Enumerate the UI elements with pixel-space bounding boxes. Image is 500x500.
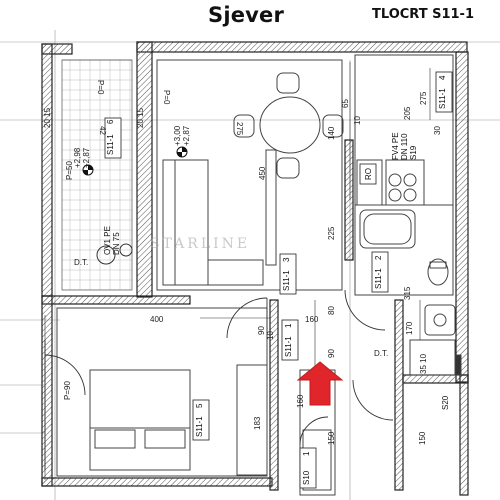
room-code: S10 (302, 470, 311, 485)
bathroom (354, 204, 462, 376)
entrance-arrow (296, 361, 344, 406)
doors (44, 289, 394, 496)
room-number: 5 (195, 403, 204, 408)
room-number: 6 (106, 119, 115, 124)
fv-s19: S19 (409, 145, 418, 160)
room-labels: S11-1 6 S11-1 3 S11-1 1 S11-1 2 S11-1 4 … (104, 71, 453, 489)
plan-text: 30 (433, 126, 442, 135)
plan-text: 400 (150, 315, 164, 324)
plan-text: 183 (253, 416, 262, 430)
plan-text: +2,87 (182, 125, 191, 146)
plan-text: 150 (327, 431, 336, 445)
plan-text: 90 (257, 326, 266, 335)
room-code: S11-1 (106, 134, 115, 155)
room-label-1: S11-1 1 (281, 319, 299, 361)
plan-text: 150 (418, 431, 427, 445)
plan-text: 80 (327, 306, 336, 315)
drain-ov-pe: OV1 PE (103, 226, 112, 255)
room-label-3: S11-1 3 (279, 253, 297, 295)
living-room (156, 59, 344, 291)
plan-orientation-title: Sjever (208, 3, 285, 27)
s20-label: S20 (441, 395, 450, 410)
dt-label-2: D.T. (374, 349, 388, 358)
plan-text: 160 (296, 394, 305, 408)
sheet-code: TLOCRT S11-1 (372, 7, 474, 22)
floor-level-bedroom: P=90 (63, 381, 72, 400)
plan-text: 160 (305, 315, 319, 324)
fv-pe: FV4 PE (391, 132, 400, 160)
room-code: S11-1 (195, 416, 204, 437)
plan-text: 205 (403, 106, 412, 120)
room-number: 3 (282, 257, 291, 262)
plan-text: 10 (353, 116, 362, 125)
room-label-2: S11-1 2 (371, 251, 389, 293)
room-label-5: S11-1 5 (192, 399, 210, 441)
plan-text: 42 (98, 126, 107, 135)
plan-text: 225 (327, 226, 336, 240)
dimension-lines (44, 62, 431, 480)
room-number: 2 (374, 255, 383, 260)
plan-text: +3,00 (173, 125, 182, 146)
level-marker-1: +2,98 +2,87 (73, 147, 94, 176)
plan-text: 20 15 (136, 107, 145, 128)
room-code: S11-1 (438, 88, 447, 109)
room-number: 1 (284, 323, 293, 328)
plan-text: 140 (327, 126, 336, 140)
room-code: S11-1 (284, 336, 293, 357)
room-number: 4 (438, 75, 447, 80)
plan-text: 450 (258, 166, 267, 180)
plan-text: 90 (327, 349, 336, 358)
level-marker-2: +3,00 +2,87 (173, 125, 191, 158)
dt-label-1: D.T. (74, 258, 88, 267)
bedroom (44, 307, 268, 477)
dimension-values: 65 140 450 225 80 160 90 90 10 400 183 1… (43, 91, 442, 445)
plan-text: 10 (266, 331, 275, 340)
plan-text: 35 10 (419, 353, 428, 374)
plan-text: 315 (403, 286, 412, 300)
fv-dn110: DN 110 (400, 133, 409, 160)
watermark-text: STARLINE (150, 236, 250, 252)
plan-text: 20 15 (43, 107, 52, 128)
floor-level-living: P=0 (162, 90, 171, 105)
plan-text: 170 (405, 321, 414, 335)
ro-label: RO (364, 168, 373, 180)
room-label-6: S11-1 6 (104, 117, 122, 159)
walls (41, 41, 469, 496)
plan-text: 275 (235, 122, 244, 136)
room-code: S11-1 (282, 270, 291, 291)
floor-level-terrace: P=50 (65, 161, 74, 180)
floor-level-pd: P=0 (96, 80, 105, 95)
room-number: 1 (302, 451, 311, 456)
room-code: S11-1 (374, 268, 383, 289)
plan-text: 65 (341, 99, 350, 108)
room-label-4: S11-1 4 (435, 71, 453, 113)
room-label-s10: S10 1 (299, 447, 317, 489)
plan-text: +2,98 (73, 147, 82, 168)
drain-dn75: DN 75 (112, 232, 121, 255)
plan-text: +2,87 (82, 147, 91, 168)
plan-text: 275 (419, 91, 428, 105)
